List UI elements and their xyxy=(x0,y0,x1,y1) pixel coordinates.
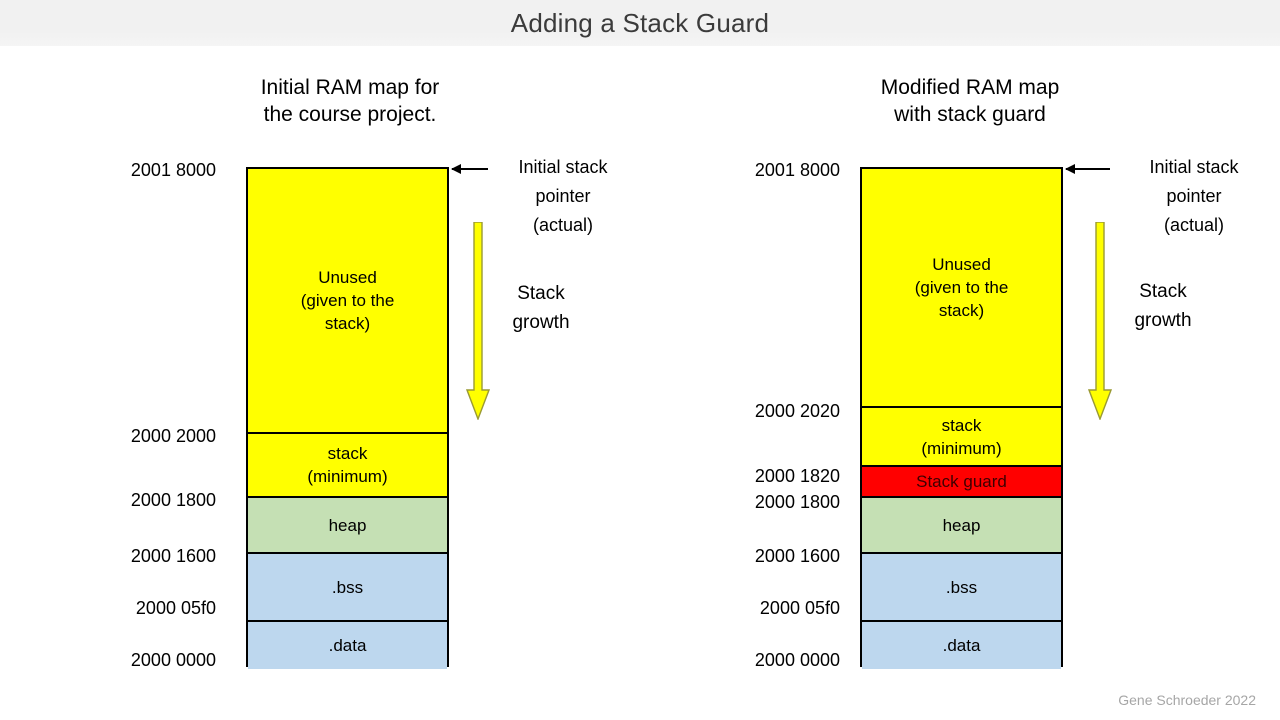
stack-pointer-arrow-icon xyxy=(1065,164,1110,174)
address-label: 2001 8000 xyxy=(130,160,216,180)
stack-growth-label: Stack growth xyxy=(1118,277,1208,335)
stack-pointer-arrow-icon xyxy=(451,164,488,174)
diagram-modified-ram-map: Modified RAM map with stack guard 2001 8… xyxy=(640,0,1280,720)
page-title: Adding a Stack Guard xyxy=(510,8,770,38)
segment-label: heap xyxy=(328,515,367,535)
address-label: 2000 1600 xyxy=(130,546,216,566)
address-label: 2000 1800 xyxy=(754,492,840,512)
memory-segment-unused: Unused (given to the stack) xyxy=(862,169,1061,408)
segment-label: .data xyxy=(328,636,367,655)
memory-segment-heap: heap xyxy=(862,498,1061,554)
segment-label-line-3: stack) xyxy=(324,314,371,333)
segment-label: .data xyxy=(942,636,981,655)
memory-segment-unused: Unused (given to the stack) xyxy=(248,169,447,434)
address-label: 2000 1800 xyxy=(130,490,216,510)
stack-growth-label-line-1: Stack xyxy=(1139,281,1187,302)
segment-label-line-2: (given to the xyxy=(300,291,395,310)
segment-label-line-2: (given to the xyxy=(914,278,1009,297)
diagram-initial-ram-map: Initial RAM map for the course project. … xyxy=(130,74,636,670)
stack-pointer-callout-line-1: Initial stack xyxy=(1149,157,1239,177)
stack-pointer-callout-line-3: (actual) xyxy=(532,215,594,235)
segment-label-line-2: (minimum) xyxy=(307,467,388,486)
memory-map: Unused (given to the stack) stack (minim… xyxy=(246,167,449,669)
segment-label: heap xyxy=(942,515,981,535)
segment-label-line-2: (minimum) xyxy=(921,438,1002,458)
stack-pointer-callout: Initial stack pointer (actual) xyxy=(1116,153,1272,240)
stack-growth-label: Stack growth xyxy=(496,279,586,337)
address-label: 2000 05f0 xyxy=(135,598,216,618)
address-label: 2000 2000 xyxy=(130,426,216,446)
diagram-heading-line-1: Modified RAM map xyxy=(880,76,1060,99)
address-label: 2000 2020 xyxy=(754,401,840,421)
diagram-heading: Initial RAM map for the course project. xyxy=(200,74,500,128)
memory-map: Unused (given to the stack) stack (minim… xyxy=(860,167,1063,669)
address-label: 2000 0000 xyxy=(130,650,216,670)
segment-label-line-1: stack xyxy=(941,415,982,435)
memory-segment-data: .data xyxy=(248,622,447,669)
segment-label-line-1: Unused xyxy=(318,268,377,287)
stack-growth-arrow-icon xyxy=(466,222,490,420)
stack-growth-label-line-2: growth xyxy=(512,312,570,333)
stack-growth-label-line-2: growth xyxy=(1134,310,1192,331)
title-bar xyxy=(0,0,1280,46)
memory-segment-heap: heap xyxy=(248,498,447,554)
stack-growth-arrow-icon xyxy=(1088,222,1112,420)
address-label: 2000 1820 xyxy=(754,466,840,486)
author-credit: Gene Schroeder 2022 xyxy=(1118,692,1256,708)
segment-label: .bss xyxy=(331,577,364,597)
address-label: 2001 8000 xyxy=(754,160,840,180)
memory-segment-bss: .bss xyxy=(862,554,1061,622)
diagram-heading-line-2: the course project. xyxy=(263,103,437,126)
memory-segment-stack-guard: Stack guard xyxy=(862,467,1061,498)
memory-segment-stack: stack (minimum) xyxy=(862,408,1061,467)
memory-segment-stack: stack (minimum) xyxy=(248,434,447,498)
stack-growth-label-line-1: Stack xyxy=(517,283,565,304)
segment-label-line-1: Unused xyxy=(932,255,991,274)
stack-pointer-callout-line-1: Initial stack xyxy=(518,157,608,177)
segment-label: Stack guard xyxy=(916,472,1007,491)
address-label: 2000 0000 xyxy=(754,650,840,670)
memory-segment-data: .data xyxy=(862,622,1061,669)
diagram-heading: Modified RAM map with stack guard xyxy=(820,74,1120,128)
stack-pointer-callout-line-2: pointer xyxy=(1166,186,1222,206)
diagram-heading-line-1: Initial RAM map for xyxy=(260,76,440,99)
segment-label-line-1: stack xyxy=(327,444,368,463)
memory-segment-bss: .bss xyxy=(248,554,447,622)
diagram-heading-line-2: with stack guard xyxy=(894,103,1046,126)
address-label: 2000 1600 xyxy=(754,546,840,566)
segment-label-line-3: stack) xyxy=(938,301,985,320)
stack-pointer-callout-line-2: pointer xyxy=(535,186,591,206)
stack-pointer-callout-line-3: (actual) xyxy=(1163,215,1225,235)
stack-pointer-callout: Initial stack pointer (actual) xyxy=(490,153,636,240)
address-label: 2000 05f0 xyxy=(759,598,840,618)
segment-label: .bss xyxy=(945,577,978,597)
